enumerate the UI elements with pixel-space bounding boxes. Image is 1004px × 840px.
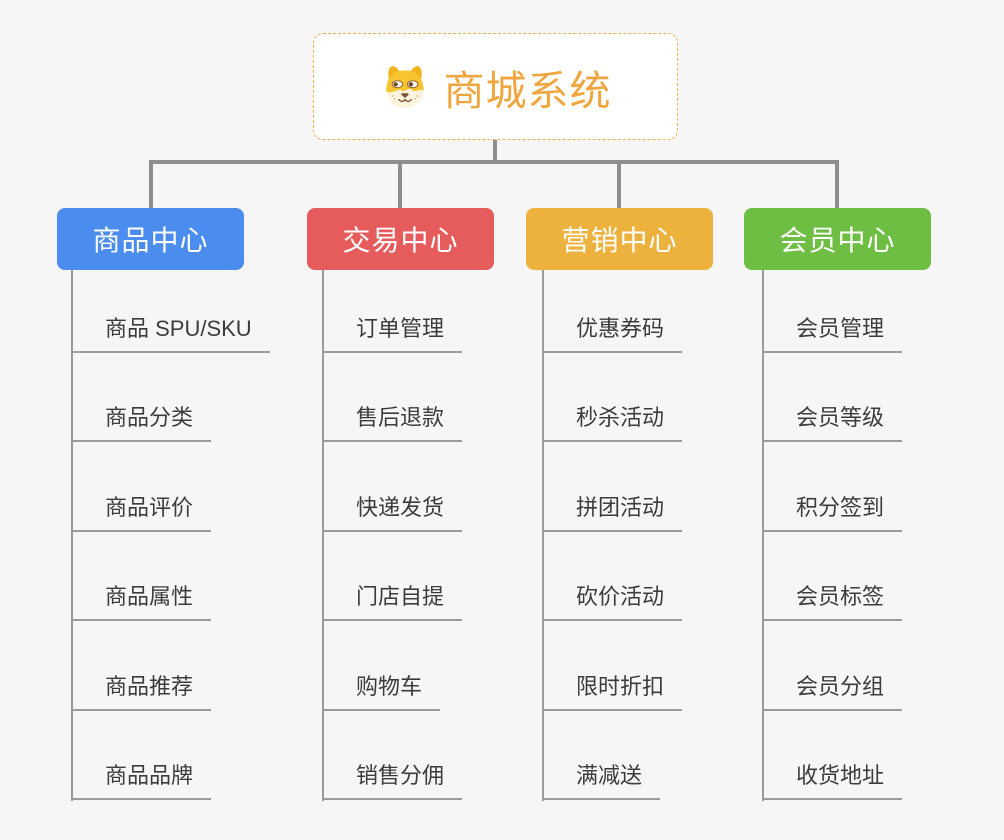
leaf-item[interactable]: 会员标签: [762, 582, 903, 621]
leaf-item[interactable]: 商品品牌: [71, 761, 212, 800]
leaf-item[interactable]: 购物车: [322, 672, 441, 711]
leaf-item[interactable]: 满减送: [542, 761, 661, 800]
connector-root-stub: [493, 140, 497, 162]
leaf-item[interactable]: 拼团活动: [542, 493, 683, 532]
leaf-item[interactable]: 订单管理: [322, 314, 463, 353]
leaf-item[interactable]: 商品评价: [71, 493, 212, 532]
branch-node-product-center[interactable]: 商品中心: [57, 208, 244, 270]
leaf-item[interactable]: 优惠券码: [542, 314, 683, 353]
connector-branch-stub: [617, 160, 621, 208]
leaf-item[interactable]: 商品推荐: [71, 672, 212, 711]
leaf-item[interactable]: 商品属性: [71, 582, 212, 621]
root-node[interactable]: 商城系统: [313, 33, 678, 140]
leaf-item[interactable]: 会员分组: [762, 672, 903, 711]
root-title: 商城系统: [443, 67, 612, 114]
leaf-item[interactable]: 商品 SPU/SKU: [71, 314, 270, 353]
leaf-item[interactable]: 快递发货: [322, 493, 463, 532]
leaf-item[interactable]: 限时折扣: [542, 672, 683, 711]
branch-trunk-line: [322, 270, 324, 801]
branch-trunk-line: [71, 270, 73, 801]
branch-node-marketing-center[interactable]: 营销中心: [526, 208, 713, 270]
connector-branch-stub: [398, 160, 402, 208]
connector-branch-stub: [835, 160, 839, 208]
leaf-item[interactable]: 售后退款: [322, 403, 463, 442]
branch-trunk-line: [542, 270, 544, 801]
branch-node-member-center[interactable]: 会员中心: [744, 208, 931, 270]
leaf-item[interactable]: 门店自提: [322, 582, 463, 621]
leaf-item[interactable]: 秒杀活动: [542, 403, 683, 442]
branch-node-trade-center[interactable]: 交易中心: [307, 208, 494, 270]
leaf-item[interactable]: 销售分佣: [322, 761, 463, 800]
leaf-item[interactable]: 会员等级: [762, 403, 903, 442]
dog-face-icon: [385, 65, 424, 108]
connector-branch-stub: [149, 160, 153, 208]
leaf-item[interactable]: 积分签到: [762, 493, 903, 532]
leaf-item[interactable]: 砍价活动: [542, 582, 683, 621]
branch-trunk-line: [762, 270, 764, 801]
leaf-item[interactable]: 商品分类: [71, 403, 212, 442]
connector-horizontal-bar: [149, 160, 839, 164]
leaf-item[interactable]: 收货地址: [762, 761, 903, 800]
leaf-item[interactable]: 会员管理: [762, 314, 903, 353]
